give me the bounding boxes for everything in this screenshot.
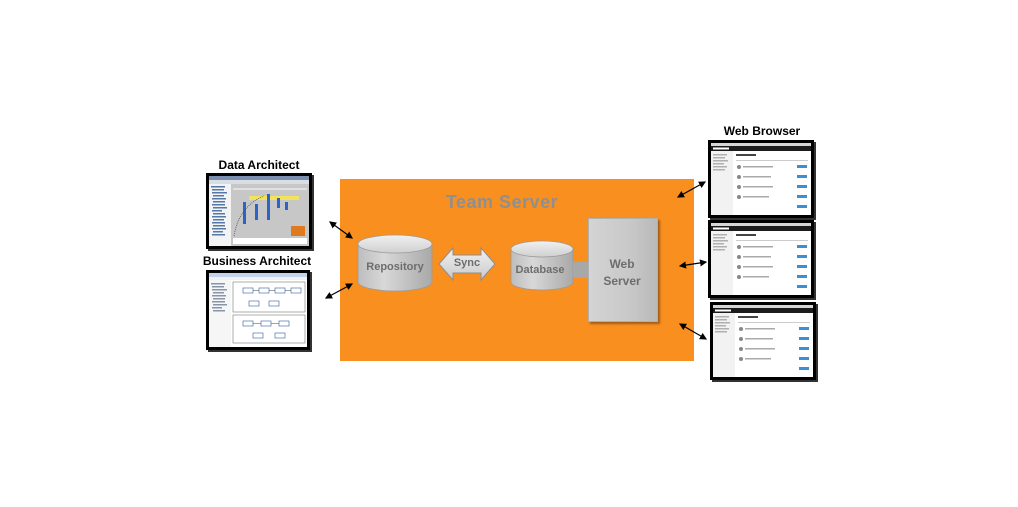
web-browser-3-connector — [678, 323, 708, 340]
web-server-box — [588, 218, 658, 322]
web-server-label: Web Server — [592, 256, 652, 290]
web-browser-1-connector — [676, 181, 707, 198]
business-architect-screenshot — [206, 270, 310, 350]
web-browser-screenshot-2 — [708, 220, 814, 298]
web-browser-2-connector — [678, 259, 708, 269]
web-browser-label: Web Browser — [723, 124, 801, 138]
database-cylinder — [510, 240, 574, 291]
repository-label: Repository — [366, 261, 424, 273]
business-architect-connector — [324, 283, 354, 299]
business-architect-label: Business Architect — [202, 254, 312, 268]
web-browser-screenshot-3 — [710, 302, 816, 380]
database-label: Database — [515, 264, 565, 276]
data-architect-screenshot — [206, 173, 312, 249]
data-architect-label: Data Architect — [218, 158, 300, 172]
sync-arrow — [438, 246, 496, 282]
web-browser-screenshot-1 — [708, 140, 814, 218]
web-server-label-line1: Web — [609, 257, 635, 271]
sync-label: Sync — [453, 257, 481, 269]
team-server-title: Team Server — [445, 192, 559, 212]
repository-cylinder — [357, 234, 433, 292]
data-architect-connector — [329, 221, 353, 239]
web-server-label-line2: Server — [603, 274, 641, 288]
